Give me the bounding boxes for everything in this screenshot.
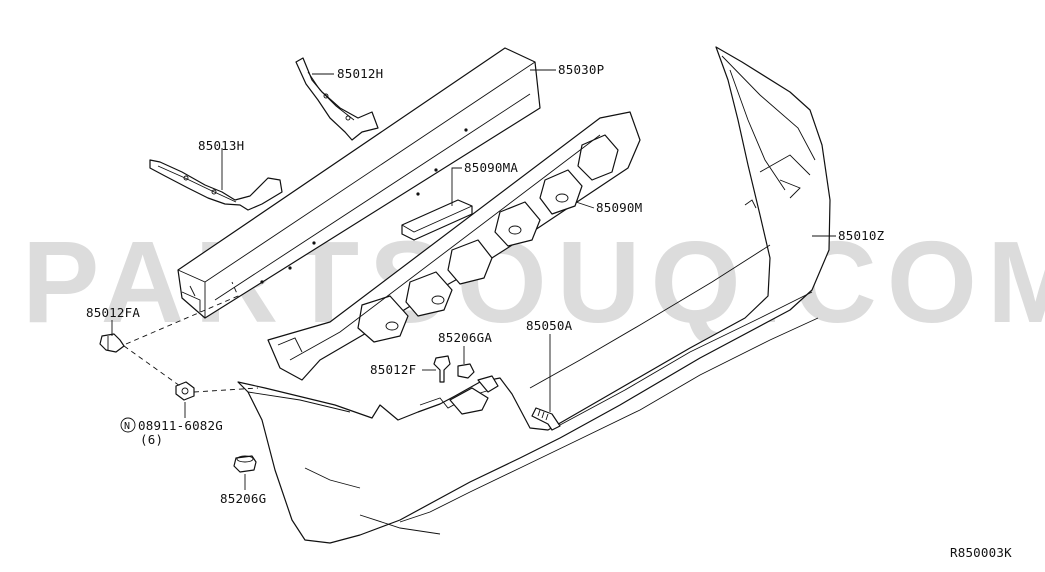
callout-85012FA[interactable]: 85012FA xyxy=(86,305,140,320)
clip-85012F[interactable] xyxy=(433,355,451,383)
bolt-85050A[interactable] xyxy=(531,407,561,431)
leader-85090MA xyxy=(451,167,462,206)
callout-08911-6082G-label: 08911-6082G xyxy=(138,418,223,433)
reinforcement-85030P[interactable] xyxy=(177,47,541,319)
callout-85090M[interactable]: 85090M xyxy=(596,200,642,215)
assembly-line xyxy=(123,345,181,387)
bracket-85012H[interactable] xyxy=(295,57,379,141)
callout-85030P[interactable]: 85030P xyxy=(558,62,604,77)
grommet-85206G[interactable] xyxy=(233,455,257,473)
assembly-line xyxy=(193,387,259,393)
bumper-fascia-85010Z[interactable] xyxy=(237,46,831,544)
callout-08911-6082G[interactable]: N 08911-6082G (6) xyxy=(120,417,223,447)
diagram-code: R850003K xyxy=(950,545,1012,560)
bumper-mount-tab xyxy=(477,375,499,393)
grommet-85206GA[interactable] xyxy=(457,363,475,379)
callout-85206G[interactable]: 85206G xyxy=(220,491,266,506)
n-symbol-letter: N xyxy=(124,421,130,432)
absorber-piece-85090MA[interactable] xyxy=(401,199,473,241)
leader-85090M xyxy=(575,201,595,209)
callout-85050A[interactable]: 85050A xyxy=(526,318,573,333)
callout-08911-6082G-quantity: (6) xyxy=(140,432,163,447)
callout-85012H[interactable]: 85012H xyxy=(337,66,383,81)
callout-85013H[interactable]: 85013H xyxy=(198,138,244,153)
clip-85012FA[interactable] xyxy=(99,333,125,353)
bracket-85013H[interactable] xyxy=(149,159,283,211)
energy-absorber-85090M[interactable] xyxy=(267,111,641,381)
n-symbol-icon xyxy=(120,417,136,433)
callout-85090MA[interactable]: 85090MA xyxy=(464,160,518,175)
callout-85012F[interactable]: 85012F xyxy=(370,362,416,377)
callout-85206GA[interactable]: 85206GA xyxy=(438,330,492,345)
assembly-line xyxy=(125,281,239,345)
callout-85010Z[interactable]: 85010Z xyxy=(838,228,885,243)
nut-08911-6082G[interactable] xyxy=(175,381,195,401)
